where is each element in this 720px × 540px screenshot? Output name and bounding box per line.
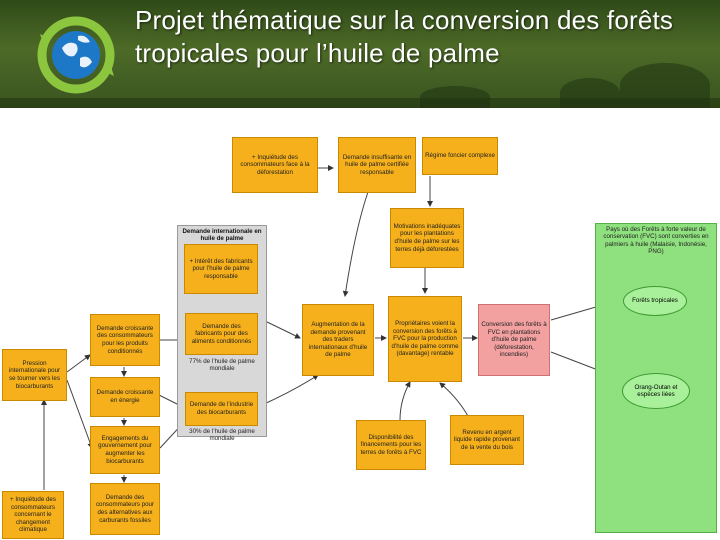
recycling-globe-logo-icon [37,16,115,94]
box-demande-energie: Demande croissante en énergie [90,377,160,417]
label-pays-fvc: Pays où des Forêts à forte valeur de con… [603,226,709,256]
box-disponibilite: Disponibilité des financements pour les … [356,420,426,470]
box-inquietude-deforestation: + Inquiétude des consommateurs face à la… [232,137,318,193]
box-demande-insuffisante: Demande insuffisante en huile de palme c… [338,137,416,193]
box-demande-produits: Demande croissante des consommateurs pou… [90,314,160,366]
box-inquietude-climat: + Inquiétude des consommateurs concernan… [2,491,64,539]
slide-header: Projet thématique sur la conversion des … [0,0,720,108]
box-revenu: Revenu en argent liquide rapide provenan… [450,415,524,465]
box-motivations: Motivations inadéquates pour les plantat… [390,208,464,268]
ellipse-orang-outan: Orang-Outan et espèces liées [622,373,690,409]
box-demande-aliments: Demande des fabricants pour des aliments… [185,313,258,355]
caption-77pct: 77% de l’huile de palme mondiale [189,358,255,373]
page-title: Projet thématique sur la conversion des … [135,5,674,68]
box-augmentation-demande: Augmentation de la demande provenant des… [302,304,374,376]
box-demande-industrie: Demande de l’industrie des biocarburants [185,392,258,426]
box-interet-fabricants: + Intérêt des fabricants pour l’huile de… [184,244,258,294]
box-pression-biocarburants: Pression internationale pour se tourner … [2,349,67,401]
box-regime-foncier: Régime foncier complexe [422,137,498,175]
box-engagements: Engagements du gouvernement pour augment… [90,426,160,474]
box-demande-alternatives: Demande des consommateurs pour des alter… [90,483,160,535]
horizon-band [0,98,720,108]
box-proprietaires: Propriétaires voient la conversion des f… [388,296,462,382]
box-conversion-forets: Conversion des forêts à FVC en plantatio… [478,304,550,376]
group-title-demande-internationale: Demande internationale en huile de palme [182,228,262,243]
ellipse-forets-tropicales: Forêts tropicales [623,286,687,316]
caption-30pct: 30% de l’huile de palme mondiale [189,428,255,443]
